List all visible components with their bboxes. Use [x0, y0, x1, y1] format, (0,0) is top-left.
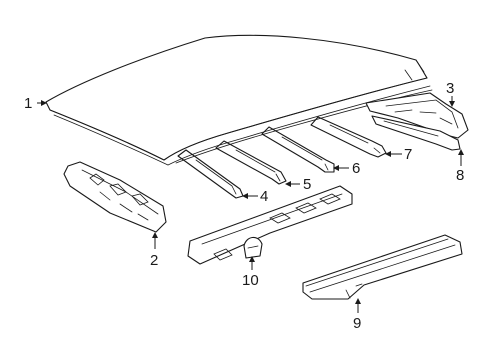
- front-roof-header: [63, 161, 167, 233]
- callout-8: 8: [456, 167, 464, 184]
- roof-bow-5: [215, 140, 287, 185]
- callout-6: 6: [352, 160, 360, 177]
- roof-bow-6: [261, 126, 335, 173]
- callout-7: 7: [404, 146, 412, 163]
- roof-bow-7: [310, 116, 387, 158]
- callout-2: 2: [150, 252, 158, 269]
- roof-bow-4: [177, 149, 244, 199]
- side-roof-rail: [302, 234, 463, 300]
- callout-1: 1: [24, 95, 32, 112]
- callout-10: 10: [242, 272, 259, 289]
- roof-reinforcement: [187, 185, 353, 265]
- leader-lines: [37, 96, 464, 313]
- callout-3: 3: [446, 80, 454, 97]
- callout-9: 9: [353, 315, 361, 332]
- callout-5: 5: [303, 176, 311, 193]
- rear-bracket: [371, 115, 461, 151]
- rear-roof-header: [365, 92, 469, 139]
- callout-4: 4: [260, 188, 268, 205]
- callout-labels: 1 2 3 4 5 6 7 8 9 10: [24, 80, 464, 332]
